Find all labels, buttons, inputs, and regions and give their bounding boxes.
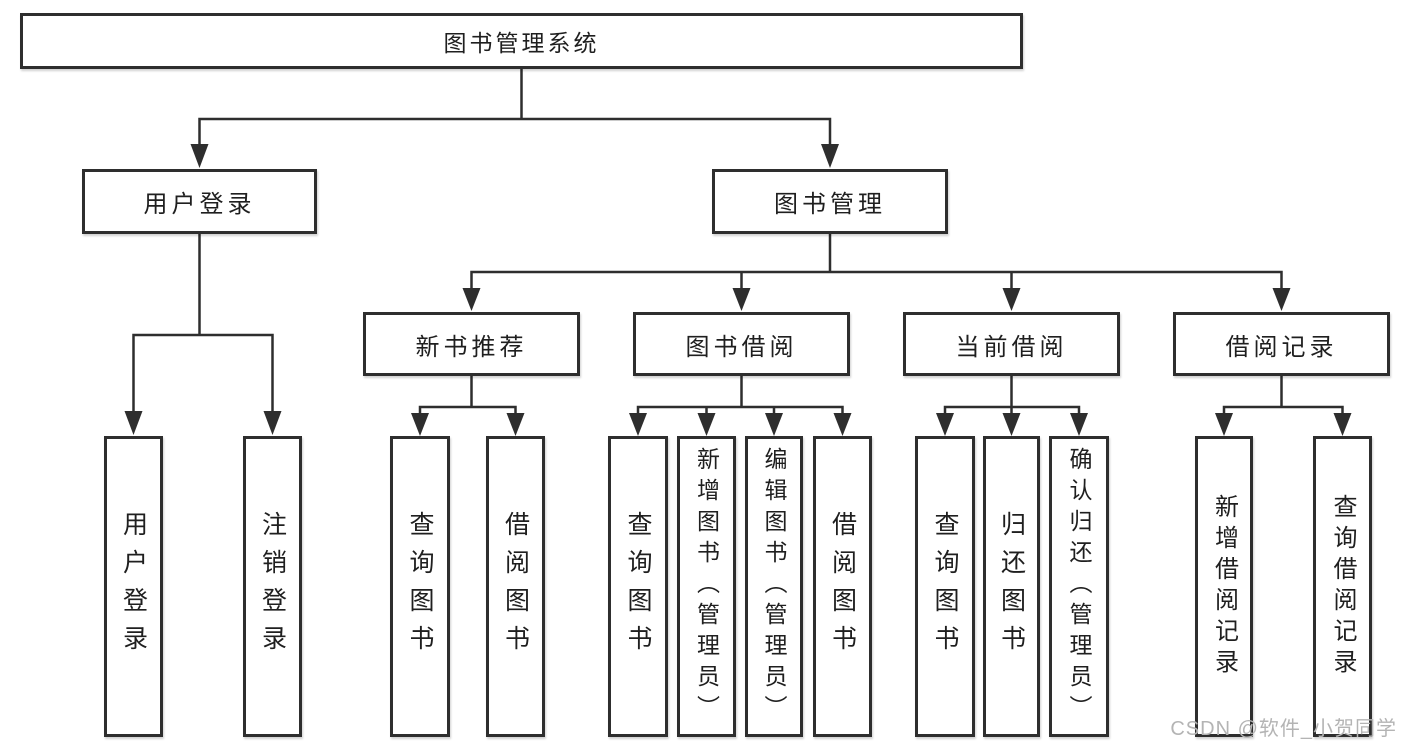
leaf-label: 新增借阅记录 [1210,493,1238,680]
connector-new-book-to-leaves [411,375,525,436]
leaf-label: 查询图书 [406,510,434,663]
node-library-system: 图书管理系统 [20,13,1023,69]
arrowhead-icon [1333,413,1352,436]
node-label: 用户登录 [143,191,256,218]
arrowhead-icon [833,413,852,436]
node-label: 图书管理 [774,191,886,218]
node-label: 新书推荐 [415,333,528,361]
arrowhead-icon [629,413,647,436]
node-label: 图书借阅 [685,333,798,361]
arrowhead-icon [506,413,525,436]
node-label: 借阅记录 [1225,333,1338,361]
leaf-add-borrow-record: 新增借阅记录 [1195,436,1253,737]
leaf-logout: 注销登录 [243,436,302,737]
leaf-query-borrow-record: 查询借阅记录 [1313,436,1372,737]
leaf-edit-books-admin: 编辑图书（管理员） [745,436,803,737]
leaf-label: 用户登录 [119,510,148,663]
watermark-text: CSDN @软件_小贺同学 [1170,718,1397,740]
arrowhead-icon [1272,288,1291,311]
connector-borrow-records-to-leaves [1215,375,1352,436]
node-book-management: 图书管理 [712,169,948,234]
arrowhead-icon [1215,413,1233,436]
arrowhead-icon [1002,413,1021,436]
leaf-user-login: 用户登录 [104,436,163,737]
arrowhead-icon [821,144,839,168]
leaf-label: 注销登录 [258,510,287,663]
arrowhead-icon [765,413,783,436]
connector-current-borrow-to-leaves [936,375,1088,436]
leaf-label: 查询图书 [624,510,652,663]
arrowhead-icon [1002,288,1021,311]
arrowhead-icon [411,413,429,436]
leaf-label: 新增图书（管理员） [693,447,720,726]
leaf-query-books-borrow: 查询图书 [608,436,668,737]
node-new-book-recommend: 新书推荐 [363,312,580,376]
leaf-label: 确认归还（管理员） [1066,447,1092,726]
node-user-login: 用户登录 [82,169,317,234]
node-book-borrow: 图书借阅 [633,312,850,376]
connector-book-borrow-to-leaves [629,375,852,436]
leaf-label: 借阅图书 [501,510,530,663]
leaf-query-books-current: 查询图书 [915,436,975,737]
leaf-borrow-books: 借阅图书 [813,436,872,737]
node-borrow-records: 借阅记录 [1173,312,1390,376]
arrowhead-icon [697,413,716,436]
leaf-label: 归还图书 [997,510,1026,663]
leaf-label: 借阅图书 [828,510,857,663]
connector-book-management-to-level3 [462,233,1291,311]
leaf-label: 查询借阅记录 [1329,493,1356,680]
arrowhead-icon [1070,413,1088,436]
leaf-confirm-return-admin: 确认归还（管理员） [1049,436,1109,737]
arrowhead-icon [263,411,282,435]
leaf-label: 查询图书 [931,510,959,663]
arrowhead-icon [190,144,209,168]
node-current-borrow: 当前借阅 [903,312,1120,376]
arrowhead-icon [462,288,481,311]
leaf-return-books: 归还图书 [983,436,1040,737]
node-label: 当前借阅 [955,333,1068,361]
leaf-label: 编辑图书（管理员） [761,447,787,726]
arrowhead-icon [936,413,954,436]
arrowhead-icon [732,288,751,311]
arrowhead-icon [124,411,143,435]
connector-user-login-to-leaves [124,233,282,435]
leaf-borrow-books-recommend: 借阅图书 [486,436,545,737]
leaf-query-books-recommend: 查询图书 [390,436,450,737]
leaf-add-books-admin: 新增图书（管理员） [677,436,736,737]
node-label: 图书管理系统 [443,30,600,56]
connector-root-to-level2 [190,68,839,168]
